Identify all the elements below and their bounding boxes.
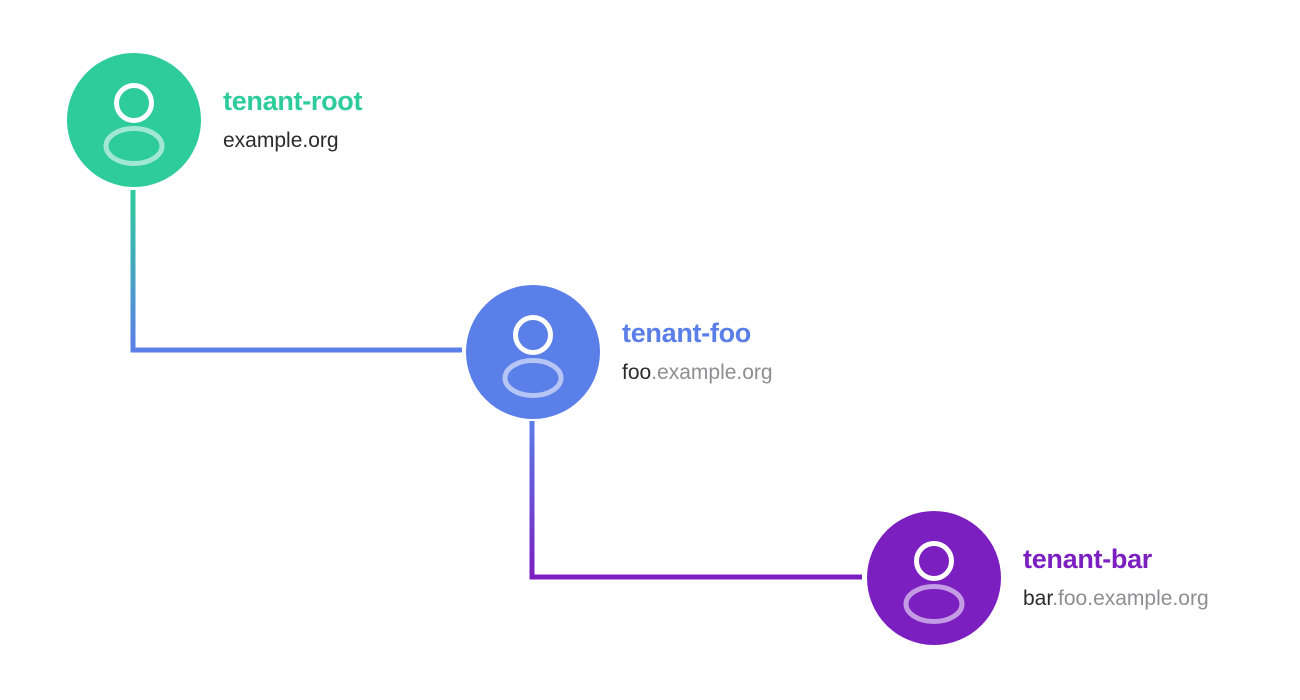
tenant-node-tenant-foo[interactable]: tenant-foo foo.example.org [466, 285, 773, 419]
tenant-bar-text: tenant-bar bar.foo.example.org [1023, 544, 1209, 611]
tenant-node-tenant-bar[interactable]: tenant-bar bar.foo.example.org [867, 511, 1209, 645]
tenant-node-tenant-root[interactable]: tenant-root example.org [67, 53, 362, 187]
edge-tenant-root-to-tenant-foo [130, 190, 462, 353]
tenant-root-domain-self: example.org [223, 129, 339, 153]
tenant-foo-domain-parent: .example.org [651, 361, 773, 385]
tenant-bar-domain-self: bar [1023, 587, 1053, 611]
edge-tenant-foo-to-tenant-bar [529, 421, 862, 580]
user-avatar-icon [502, 315, 564, 398]
tenant-bar-domain: bar.foo.example.org [1023, 587, 1209, 611]
tenant-root-title: tenant-root [223, 86, 363, 117]
user-avatar-icon [103, 83, 165, 166]
tenant-root-avatar [67, 53, 201, 187]
tenant-foo-domain-self: foo [622, 361, 652, 385]
tenant-bar-domain-parent: .foo.example.org [1052, 587, 1209, 611]
tenant-foo-title: tenant-foo [622, 318, 751, 349]
tenant-foo-domain: foo.example.org [622, 361, 773, 385]
tenant-foo-text: tenant-foo foo.example.org [622, 318, 773, 385]
tenant-root-domain: example.org [223, 129, 362, 153]
tenant-bar-title: tenant-bar [1023, 544, 1153, 575]
tenant-bar-avatar [867, 511, 1001, 645]
user-avatar-icon [903, 541, 965, 624]
tenant-foo-avatar [466, 285, 600, 419]
tenant-root-text: tenant-root example.org [223, 86, 362, 153]
